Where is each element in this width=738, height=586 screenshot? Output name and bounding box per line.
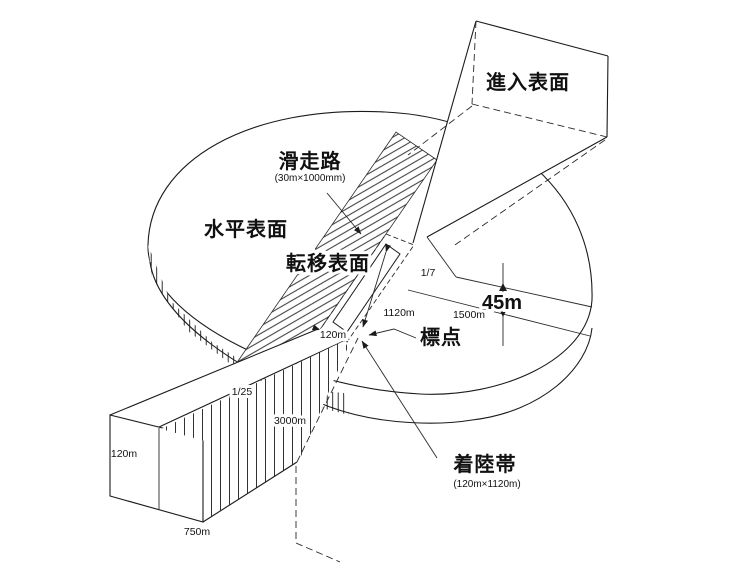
reference-point-label: 標点 xyxy=(420,325,462,349)
landing-strip-label: 着陸帯 xyxy=(453,452,517,476)
horizontal-surface-label: 水平表面 xyxy=(204,217,288,241)
dim-45m: 45m xyxy=(482,292,522,314)
dimension-120m-width-line xyxy=(311,324,347,341)
runway-label: 滑走路 xyxy=(279,149,342,173)
dim-750m: 750m xyxy=(184,526,211,538)
landing-strip-size-label: (120m×1120m) xyxy=(453,479,520,490)
dim-1-25: 1/25 xyxy=(232,386,253,398)
leader-line-runway xyxy=(326,192,362,235)
approach-surface-right xyxy=(407,20,609,248)
approach-surface-left-hatch xyxy=(161,341,348,523)
dim-1500m: 1500m xyxy=(453,309,485,321)
dim-3000m: 3000m xyxy=(274,415,306,427)
transitional-surface-label: 転移表面 xyxy=(286,251,370,275)
hidden-ground-edges xyxy=(295,337,359,563)
approach-surface-left xyxy=(109,328,347,428)
dim-120m-height: 120m xyxy=(111,448,138,460)
leader-line-reference-point xyxy=(368,328,417,339)
dimension-1120m-line xyxy=(362,243,392,328)
disk-bottom-edge xyxy=(149,261,593,424)
dim-120m-width: 120m xyxy=(320,329,347,341)
slope-1-7-lines xyxy=(407,236,593,337)
runway-size-label: (30m×1000mm) xyxy=(275,173,346,184)
leader-line-landing-strip xyxy=(361,340,438,459)
landing-strip-outline xyxy=(318,233,415,343)
dim-1-7: 1/7 xyxy=(421,267,436,279)
approach-surface-label: 進入表面 xyxy=(486,70,570,94)
dim-1120m: 1120m xyxy=(383,307,415,319)
dimension-45m-line xyxy=(499,263,507,346)
